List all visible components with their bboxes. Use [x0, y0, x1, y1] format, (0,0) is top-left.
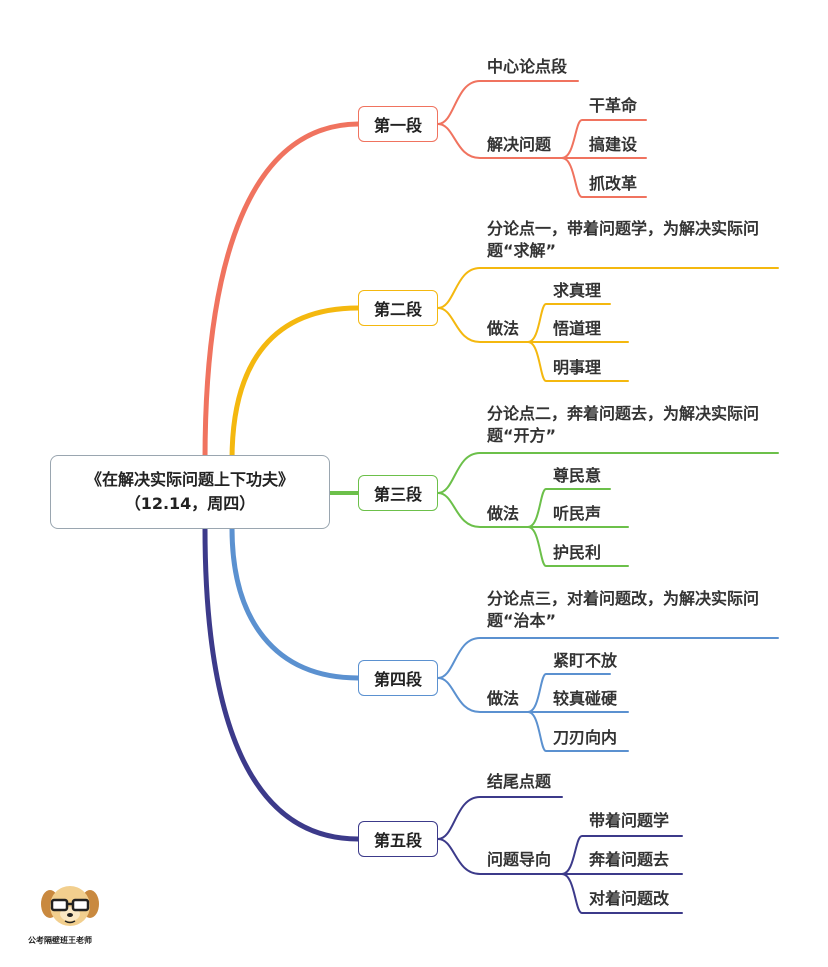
section-2-leaf-2: 悟道理 [553, 319, 602, 338]
section-5-mid-text: 问题导向 [487, 850, 552, 869]
section-4-label: 第四段 [373, 670, 422, 689]
connector-s4-leaf-1 [527, 673, 611, 713]
branch-root-section-4 [229, 525, 361, 681]
connector-s5-mid [437, 838, 563, 875]
connector-s4-leaf-3 [527, 711, 629, 752]
section-1-leaf-3: 抓改革 [589, 174, 638, 193]
connector-s2-mid [437, 307, 529, 343]
section-2-top-text: 分论点一，带着问题学，为解决实际问题“求解” [487, 219, 760, 260]
connector-s3-leaf-3 [527, 526, 629, 567]
section-3-top-text: 分论点二，奔着问题去，为解决实际问题“开方” [487, 404, 760, 445]
section-3-label: 第三段 [373, 485, 422, 504]
connector-s1-top [437, 80, 579, 125]
connector-s2-top [437, 267, 779, 309]
root-subtitle: （12.14，周四） [124, 494, 256, 513]
connector-s3-leaf-1 [527, 488, 611, 528]
section-1-mid-text: 解决问题 [487, 135, 552, 154]
section-4-leaf-3: 刀刃向内 [553, 728, 618, 747]
logo-caption: 公考隔壁班王老师 [28, 936, 92, 945]
root-title: 《在解决实际问题上下功夫》 [85, 470, 294, 489]
section-3-mid-text: 做法 [487, 504, 520, 523]
connector-s5-leaf-1 [561, 835, 683, 875]
root-node[interactable]: 《在解决实际问题上下功夫》 （12.14，周四） [50, 455, 330, 529]
section-4-top-text: 分论点三，对着问题改，为解决实际问题“治本” [487, 589, 760, 630]
section-4-node[interactable]: 第四段 [358, 660, 438, 696]
branch-root-section-1 [202, 121, 361, 463]
section-2-leaf-3: 明事理 [553, 358, 602, 377]
branch-root-section-2 [229, 305, 361, 463]
connector-s2-leaf-1 [527, 303, 611, 343]
section-4-leaf-1: 紧盯不放 [553, 651, 618, 670]
section-4-mid-text: 做法 [487, 689, 520, 708]
section-5-top-text: 结尾点题 [487, 772, 552, 791]
section-1-top-text: 中心论点段 [487, 57, 568, 76]
connector-s2-leaf-3 [527, 341, 629, 382]
connector-s3-mid [437, 492, 529, 528]
section-5-leaf-1: 带着问题学 [589, 811, 670, 830]
section-2-label: 第二段 [373, 300, 422, 319]
section-3-leaf-2: 听民声 [553, 504, 602, 523]
section-5-label: 第五段 [373, 831, 422, 850]
section-2-leaf-1: 求真理 [553, 281, 602, 300]
section-1-node[interactable]: 第一段 [358, 106, 438, 142]
connector-s4-top [437, 637, 779, 679]
section-5-leaf-2: 奔着问题去 [589, 850, 670, 869]
section-1-leaf-1: 干革命 [589, 96, 638, 115]
connector-s3-top [437, 452, 779, 494]
connector-s1-leaf-3 [561, 157, 647, 198]
connector-s1-leaf-1 [561, 119, 647, 159]
section-1-label: 第一段 [373, 116, 422, 135]
section-3-leaf-3: 护民利 [553, 543, 602, 562]
connector-s5-leaf-3 [561, 873, 683, 914]
section-2-mid-text: 做法 [487, 319, 520, 338]
section-3-leaf-1: 尊民意 [553, 466, 602, 485]
section-5-node[interactable]: 第五段 [358, 821, 438, 857]
connector-s4-mid [437, 677, 529, 713]
connector-s1-mid [437, 123, 563, 159]
cartoon-dog-with-glasses-icon [41, 886, 99, 926]
connector-s5-top [437, 796, 563, 840]
section-1-leaf-2: 搞建设 [589, 135, 638, 154]
section-3-node[interactable]: 第三段 [358, 475, 438, 511]
section-5-leaf-3: 对着问题改 [589, 889, 670, 908]
section-4-leaf-2: 较真碰硬 [553, 689, 618, 708]
section-2-node[interactable]: 第二段 [358, 290, 438, 326]
branch-root-section-5 [202, 525, 361, 842]
